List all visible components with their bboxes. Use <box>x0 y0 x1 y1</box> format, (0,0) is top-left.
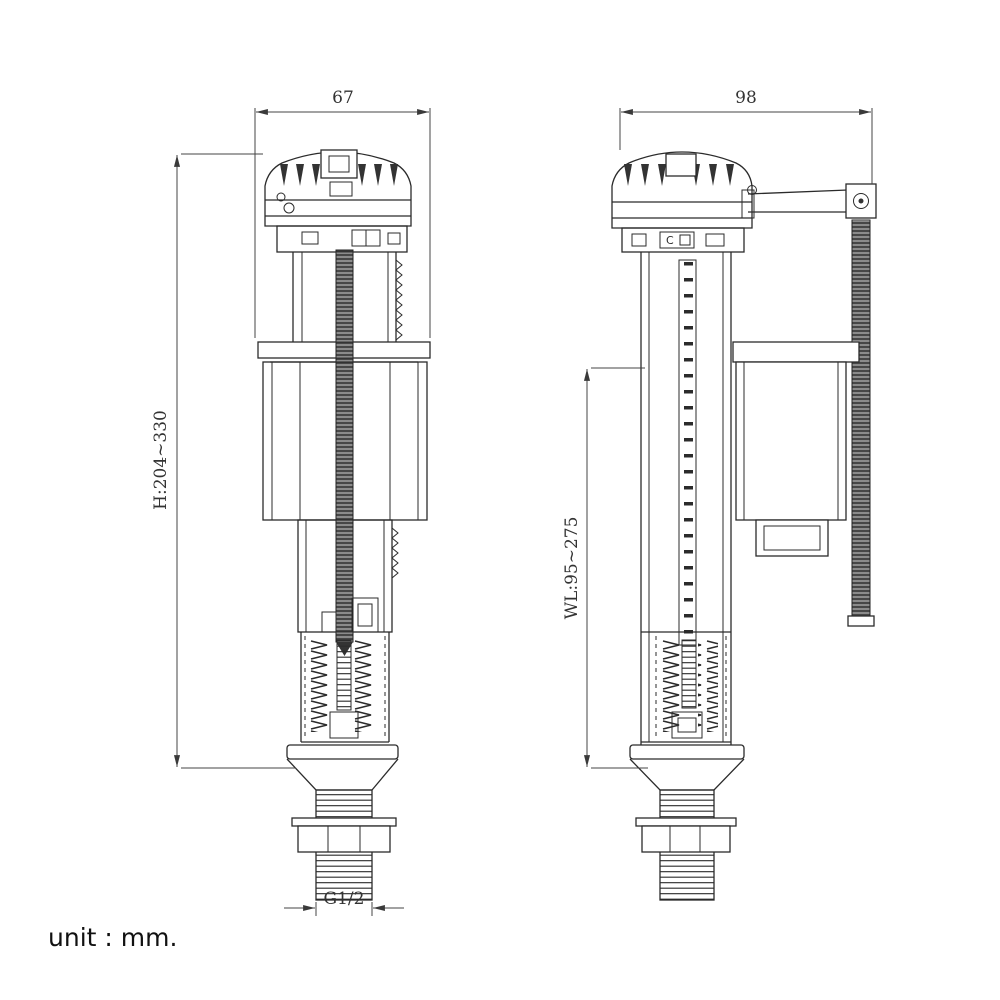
spring-left <box>309 640 329 732</box>
threaded-rod <box>335 249 354 643</box>
adjustment-rod <box>851 219 871 619</box>
cap-screw-icon <box>283 202 295 214</box>
unit-label: unit : mm. <box>48 923 177 952</box>
dimension-height: H:204~330 <box>151 153 296 769</box>
float-bracket <box>732 341 860 363</box>
spring-section <box>300 632 390 743</box>
rod-end-cap <box>847 615 875 627</box>
side-spring-section <box>641 636 731 743</box>
lever-arm <box>741 183 877 219</box>
cap-button <box>320 149 358 179</box>
float-cup <box>732 341 860 557</box>
cone-base <box>286 744 399 791</box>
level-scale <box>678 259 697 646</box>
height-range-label: H:204~330 <box>151 410 171 510</box>
side-inlet-pipe <box>635 789 737 901</box>
front-width-label: 67 <box>332 88 354 108</box>
side-cap-collar: C <box>621 227 745 253</box>
cap-collar <box>276 225 408 253</box>
valve-cap <box>264 149 412 227</box>
inlet-pipe <box>291 789 397 901</box>
hex-nut <box>297 825 391 853</box>
front-view <box>257 149 431 901</box>
water-level-range-label: WL:95~275 <box>562 517 582 620</box>
side-valve-cap <box>611 151 757 229</box>
side-width-label: 98 <box>735 88 757 108</box>
side-view: C <box>611 151 877 901</box>
dimension-water-level: WL:95~275 <box>562 367 648 769</box>
dimension-thread: G1/2 <box>284 889 404 916</box>
upper-body <box>292 252 403 342</box>
cap-port-label: C <box>666 234 674 247</box>
thread-size-label: G1/2 <box>324 889 365 909</box>
washer <box>291 817 397 827</box>
side-main-column <box>640 252 732 745</box>
lower-body <box>297 519 399 633</box>
dimension-front-width: 67 <box>254 88 431 338</box>
dimension-side-width: 98 <box>619 88 873 184</box>
spring-right <box>354 640 374 732</box>
